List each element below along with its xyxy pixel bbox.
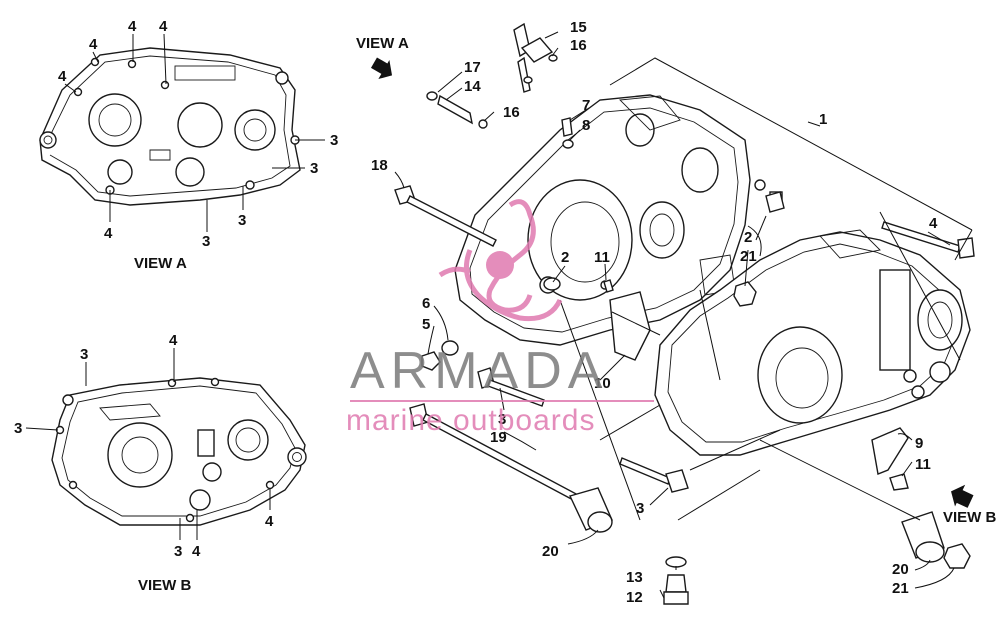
callout-20: 20 (892, 561, 909, 578)
view-a-callout-4: 4 (128, 18, 137, 35)
callout-11: 11 (915, 456, 931, 473)
callout-6: 6 (422, 295, 430, 312)
callout-7: 7 (582, 97, 590, 114)
collar-20-left (569, 487, 613, 533)
view-b-callout-3: 3 (80, 346, 88, 363)
left-crankcase-half (454, 94, 783, 346)
view-a-crankcase (39, 47, 301, 206)
callout-3: 3 (636, 500, 644, 517)
view-a-callout-4: 4 (58, 68, 67, 85)
view-b-right-label: VIEW B (943, 509, 997, 526)
callout-16: 16 (570, 37, 587, 54)
watermark-logo-mark (438, 199, 563, 322)
callout-2: 2 (744, 229, 752, 246)
callout-8: 8 (582, 117, 590, 134)
callout-10: 10 (594, 375, 611, 392)
watermark: ARMADA marine outboards (346, 199, 654, 437)
callout-4: 4 (929, 215, 938, 232)
shaft-15 (513, 22, 558, 93)
callout-19: 19 (490, 429, 507, 446)
view-a-callout-3: 3 (202, 233, 210, 250)
screw-11-lower (889, 473, 909, 491)
callout-5: 5 (422, 316, 430, 333)
view-a-callout-3: 3 (330, 132, 338, 149)
view-a-callouts: 4 4 4 4 3 3 3 4 3 VIEW A (58, 18, 338, 272)
view-a-callout-4: 4 (89, 36, 98, 53)
view-b-callout-4: 4 (169, 332, 178, 349)
callout-12: 12 (626, 589, 643, 606)
view-b-callout-4: 4 (265, 513, 274, 530)
main-callouts: 1 2 2 21 4 11 15 16 17 14 16 7 8 18 6 5 … (371, 19, 938, 606)
view-b-callout-3: 3 (14, 420, 22, 437)
dowel-2-upper (765, 191, 785, 213)
callout-13: 13 (626, 569, 643, 586)
screw-11-upper (603, 279, 614, 293)
watermark-tagline: marine outboards (346, 404, 595, 437)
view-b-callout-4: 4 (192, 543, 201, 560)
washer-13 (665, 556, 687, 568)
nut-5 (421, 351, 441, 371)
bracket-9 (871, 427, 909, 475)
bolt-3-middle (477, 367, 545, 407)
nut-21-right (943, 543, 971, 569)
view-a-callout-3: 3 (238, 212, 246, 229)
callout-20: 20 (542, 543, 559, 560)
view-b-callouts: 3 4 3 4 3 4 VIEW B (14, 332, 274, 594)
view-a-callout-4: 4 (104, 225, 113, 242)
drain-plug-12 (663, 574, 689, 605)
bolt-18 (394, 185, 497, 247)
view-b-crankcase (51, 377, 307, 526)
callout-3: 3 (498, 411, 506, 428)
callout-11: 11 (594, 249, 610, 266)
collar-20-right (901, 511, 945, 563)
view-b-arrow: VIEW B (943, 484, 997, 526)
main-leader-lines (394, 31, 973, 599)
callout-15: 15 (570, 19, 587, 36)
view-a-arrow: VIEW A (356, 35, 409, 80)
callout-21: 21 (892, 580, 909, 597)
plate-10 (609, 291, 651, 361)
bolt-3-bottom (619, 457, 689, 493)
callout-1: 1 (819, 111, 827, 128)
view-b-caption: VIEW B (138, 577, 192, 594)
callout-18: 18 (371, 157, 388, 174)
view-a-callout-3: 3 (310, 160, 318, 177)
view-a-caption: VIEW A (134, 255, 187, 272)
view-a-callout-4: 4 (159, 18, 168, 35)
dowel-2-left (543, 277, 561, 291)
callout-14: 14 (464, 78, 481, 95)
washer-6 (441, 340, 459, 356)
callout-17: 17 (464, 59, 481, 76)
view-b-callout-3: 3 (174, 543, 182, 560)
callout-16: 16 (503, 104, 520, 121)
fitting-7-8 (561, 117, 574, 149)
callout-9: 9 (915, 435, 923, 452)
right-crankcase-half (654, 229, 971, 456)
view-a-top-label: VIEW A (356, 35, 409, 52)
nut-21-upper (733, 281, 757, 307)
pin-14 (426, 91, 488, 129)
callout-21: 21 (740, 248, 757, 265)
watermark-brand: ARMADA (350, 342, 608, 400)
callout-2: 2 (561, 249, 569, 266)
